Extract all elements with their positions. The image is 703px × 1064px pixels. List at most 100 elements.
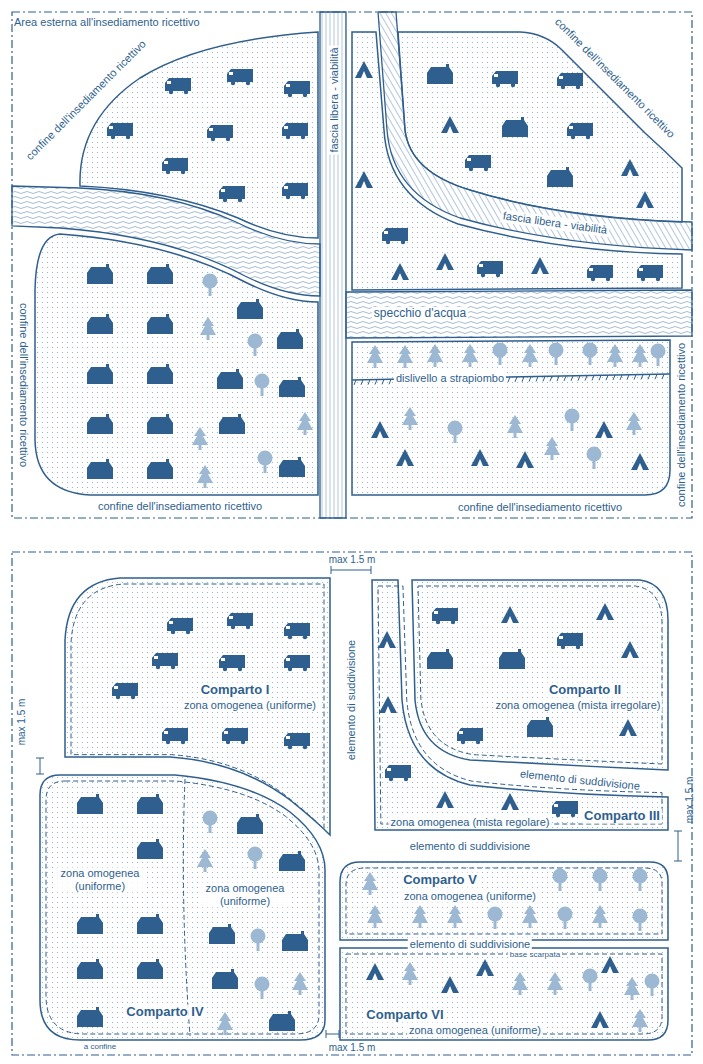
map-label: max 1.5 m (329, 554, 376, 566)
camper-icon (477, 261, 503, 277)
compartment-inner-line (346, 868, 662, 934)
map-label: confine dell'insediamento ricettivo (675, 341, 688, 509)
compartment-border (340, 948, 668, 1040)
outer-area-border (12, 12, 692, 518)
tent-icon (516, 451, 534, 468)
cliff-tick (571, 376, 573, 381)
road-band (378, 12, 692, 250)
cliff-tick (606, 375, 608, 380)
tent-icon (621, 641, 639, 658)
tree-icon (493, 343, 508, 366)
conifer-icon (217, 1012, 233, 1035)
map-label: confine dell'insediamento ricettivo (552, 15, 677, 140)
cabin-icon (147, 459, 173, 479)
map-label: elemento di suddivisione (410, 840, 530, 853)
cabin-icon (77, 914, 103, 934)
conifer-icon (547, 972, 563, 995)
camper-icon (162, 158, 188, 174)
tent-icon (601, 956, 619, 973)
tent-icon (436, 791, 454, 808)
tent-icon (595, 421, 613, 438)
camper-icon (107, 123, 133, 139)
cabin-icon (269, 1011, 295, 1031)
conifer-icon (592, 905, 608, 928)
map-label: base scarpata (508, 950, 562, 959)
conifer-icon (626, 412, 642, 435)
cabin-icon (209, 924, 235, 944)
zone-label: zona omogenea (uniforme) (182, 699, 318, 712)
tree-icon (583, 343, 598, 366)
cabin-icon (137, 914, 163, 934)
compartment-border (372, 580, 668, 830)
compartment-name: Comparto I (199, 683, 272, 698)
zone-label: zona omogenea (uniforme) (402, 890, 538, 903)
cabin-icon (87, 414, 113, 434)
tree-icon (248, 334, 263, 357)
tent-icon (378, 631, 396, 648)
site-region (352, 340, 670, 495)
icon-group (87, 61, 666, 488)
tree-icon (633, 869, 648, 892)
camper-icon (382, 228, 408, 244)
tent-icon (366, 963, 384, 980)
dimension-bar (326, 1030, 339, 1038)
tree-icon (645, 974, 660, 997)
tree-icon (587, 447, 602, 470)
cabin-icon (87, 364, 113, 384)
water-band (346, 290, 692, 338)
cabin-icon (282, 931, 308, 951)
tree-icon (549, 343, 564, 366)
tree-icon (255, 374, 270, 397)
tent-icon (476, 959, 494, 976)
camper-icon (557, 73, 583, 89)
conifer-icon (462, 344, 478, 367)
zone-label: zona omogenea (mista irregolare) (493, 699, 662, 712)
map-label: fascia libera - viabilità (500, 209, 610, 237)
conifer-icon (632, 1009, 648, 1032)
cliff-tick (361, 380, 363, 385)
map-label: max 1.5 m (16, 699, 28, 746)
camper-icon (552, 801, 578, 817)
tree-icon (448, 421, 463, 444)
map-label: Area esterna all'insediamento ricettivo (14, 16, 200, 29)
map-label: confine dell'insediamento ricettivo (458, 501, 622, 514)
map-label: dislivello a strapiombo (394, 372, 506, 385)
compartment-name: Comparto III (582, 809, 662, 824)
tent-icon (619, 719, 637, 736)
cabin-icon (77, 1007, 103, 1027)
cabin-icon (279, 457, 305, 477)
tree-icon (203, 274, 218, 297)
tent-icon (355, 61, 373, 78)
tent-icon (355, 171, 373, 188)
cliff-tick (648, 374, 650, 379)
compartment-name: Comparto II (547, 683, 623, 698)
cliff-tick (655, 374, 657, 379)
tree-icon (633, 909, 648, 932)
cabin-icon (217, 369, 243, 389)
camper-icon (385, 765, 411, 781)
map-label: confine dell'insediamento ricettivo (98, 500, 262, 513)
compartment-outline (412, 580, 668, 770)
cabin-icon (87, 264, 113, 284)
map-label: confine dell'insediamento ricettivo (18, 303, 31, 467)
cliff-tick (368, 380, 370, 385)
camper-icon (567, 123, 593, 139)
tree-icon (488, 907, 503, 930)
dimension-bar (36, 758, 44, 774)
camper-icon (284, 81, 310, 97)
camper-icon (219, 655, 245, 671)
outer-area-border (12, 552, 692, 1055)
conifer-icon (367, 345, 383, 368)
cliff-tick (599, 375, 601, 380)
cliff-tick (592, 375, 594, 380)
camper-icon (152, 653, 178, 669)
compartment-border (340, 862, 668, 940)
camper-icon (162, 728, 188, 744)
cliff-tick (613, 375, 615, 380)
cabin-icon (77, 794, 103, 814)
conifer-icon (447, 905, 463, 928)
conifer-icon (624, 977, 640, 1000)
tree-icon (651, 344, 666, 367)
compartment-name: Comparto V (401, 873, 479, 888)
tree-icon (248, 847, 263, 870)
